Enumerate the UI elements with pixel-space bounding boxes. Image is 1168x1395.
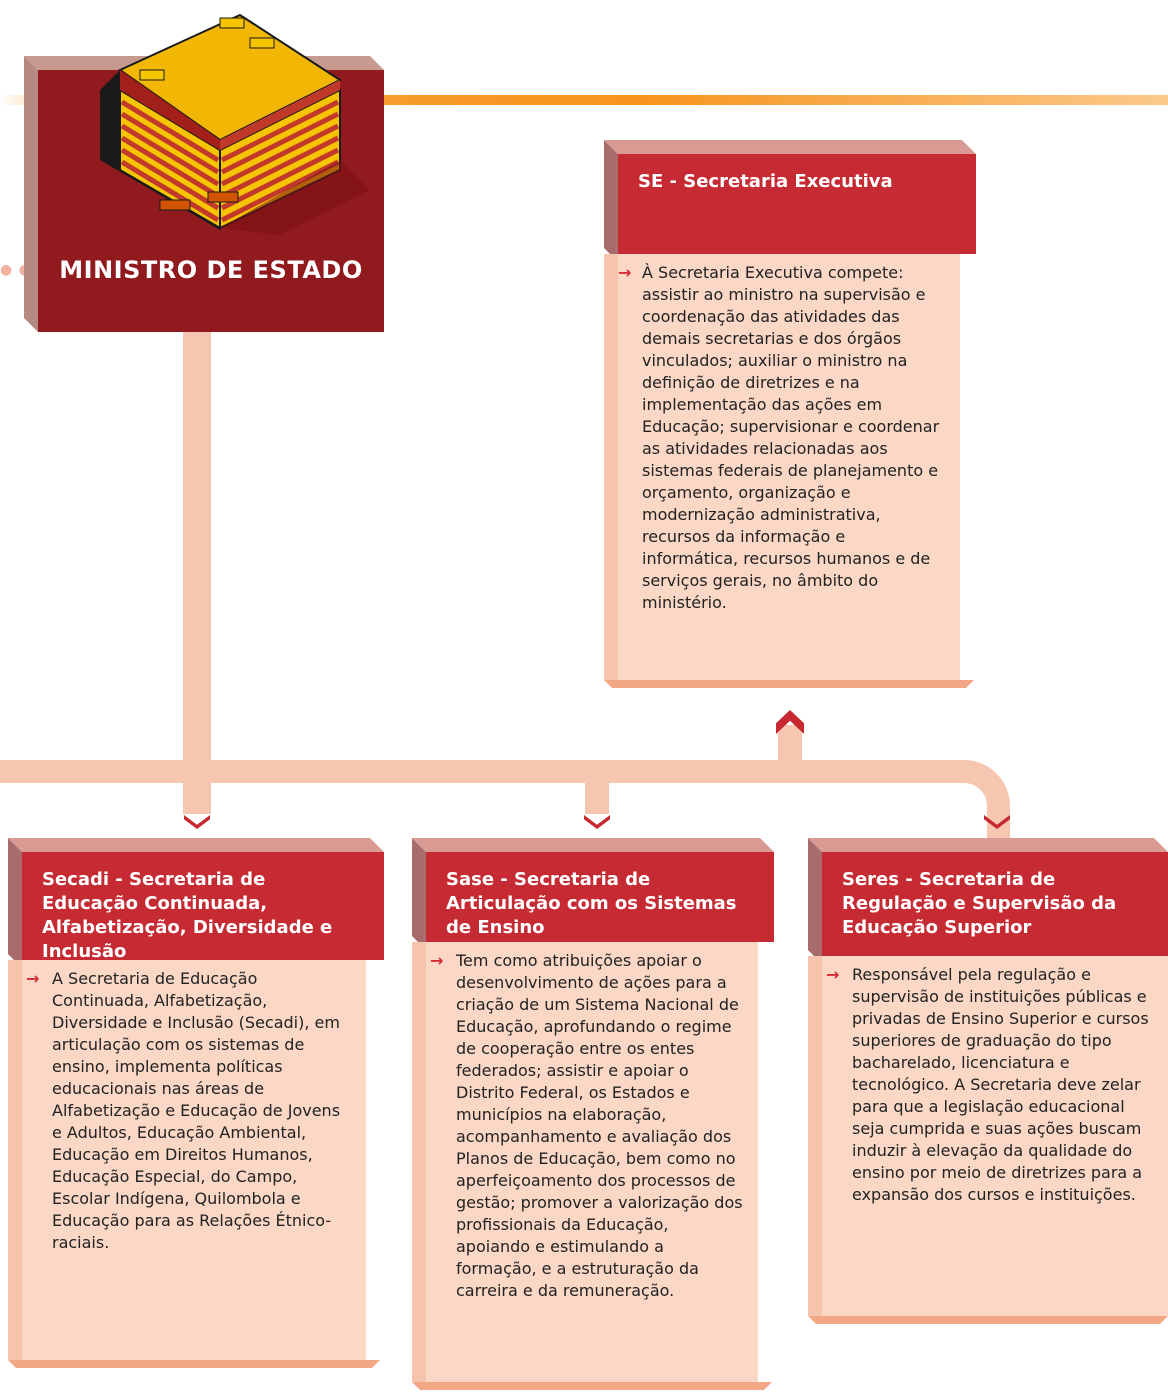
card-description: → Responsável pela regulação e supervisã…	[826, 965, 1149, 1204]
arrow-right-icon: →	[26, 969, 40, 988]
card-title: SE - Secretaria Executiva	[618, 154, 976, 254]
minister-box-shade	[24, 56, 38, 332]
minister-stem	[183, 332, 211, 782]
card-description: → Tem como atribuições apoiar o desenvol…	[430, 951, 743, 1300]
arrow-right-icon: →	[826, 965, 840, 984]
secadi-drop	[183, 780, 211, 814]
card-title: Seres - Secretaria de Regulação e Superv…	[822, 852, 1168, 956]
dotted-connector: ● ●	[0, 262, 32, 278]
card-description: → À Secretaria Executiva compete: assist…	[618, 263, 940, 612]
building-icon	[100, 13, 370, 235]
se-rise	[778, 725, 802, 765]
card-title: Sase - Secretaria de Articulação com os …	[426, 852, 774, 942]
card-description: → A Secretaria de Educação Continuada, A…	[26, 969, 341, 1252]
top-orange-line	[0, 95, 1168, 105]
minister-title: MINISTRO DE ESTADO	[59, 256, 363, 284]
arrow-right-icon: →	[618, 263, 632, 282]
card-title: Secadi - Secretaria de Educação Continua…	[22, 852, 384, 962]
sase-drop	[585, 780, 609, 814]
arrow-right-icon: →	[430, 951, 444, 970]
